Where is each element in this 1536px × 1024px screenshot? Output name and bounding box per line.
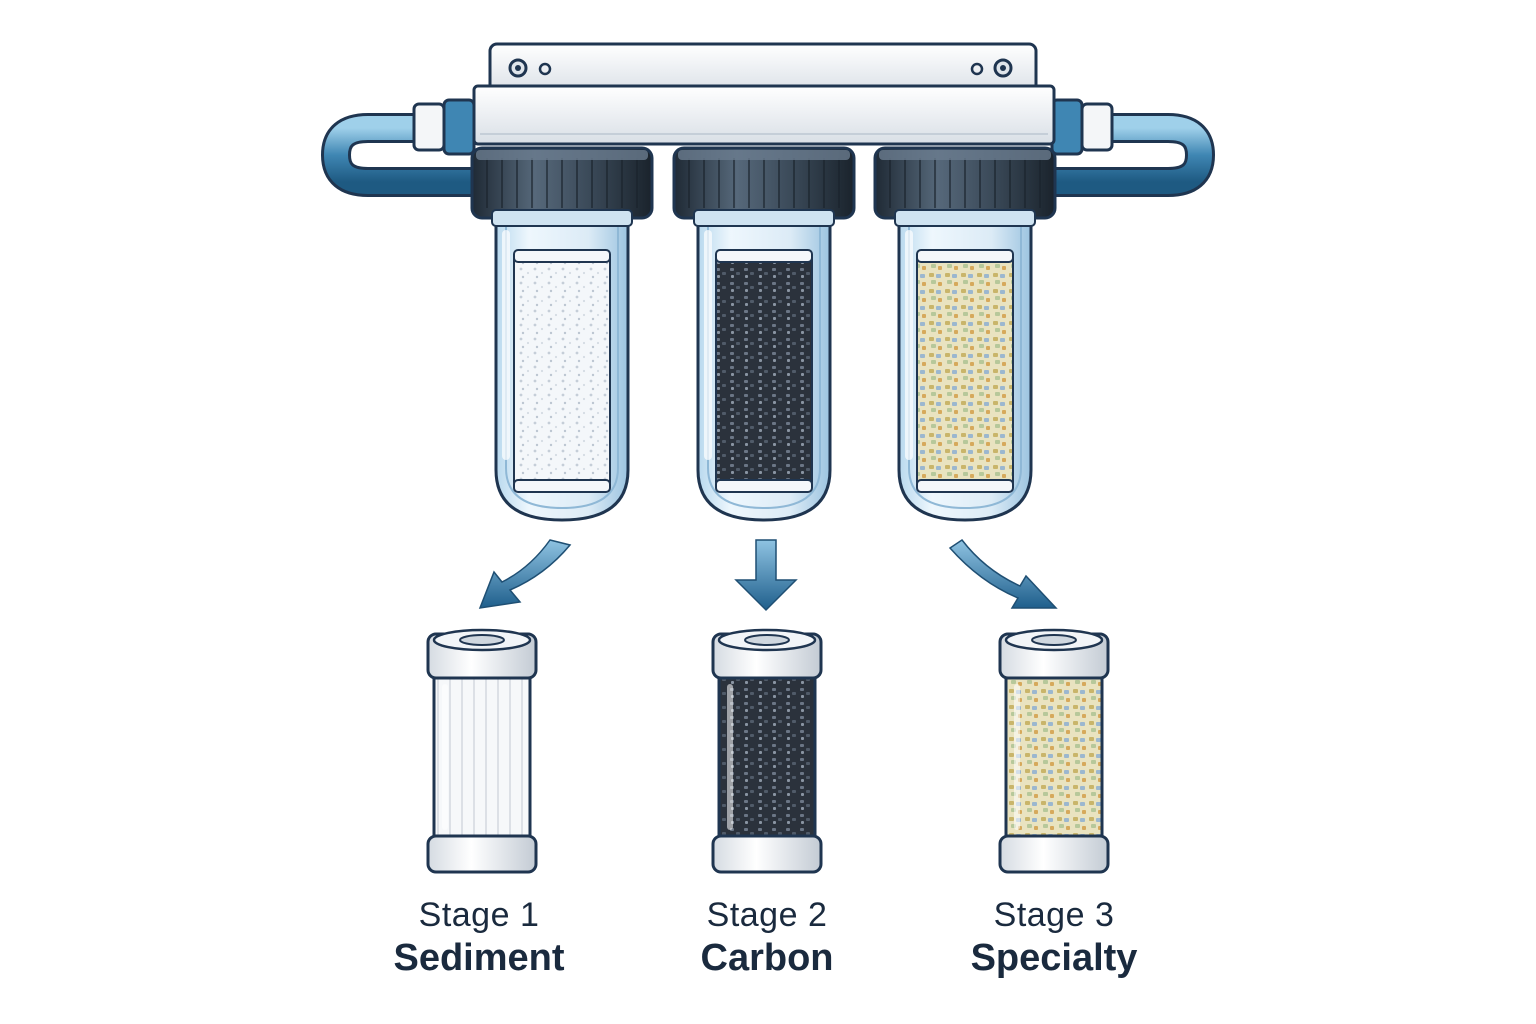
sediment-cartridge-icon	[426, 628, 538, 874]
stage-name: Carbon	[700, 937, 834, 979]
stage-name: Specialty	[970, 937, 1138, 979]
filter-housing-1	[470, 146, 654, 522]
mounting-bracket	[472, 42, 1056, 146]
sediment-media	[513, 251, 611, 489]
filter-housing-3	[873, 146, 1057, 522]
outlet-fitting	[1050, 98, 1114, 156]
flow-arrow-2	[734, 539, 798, 612]
filter-housing-2	[672, 146, 856, 522]
carbon-media	[715, 251, 813, 489]
specialty-cartridge-icon	[998, 628, 1110, 874]
stage-name: Sediment	[393, 937, 565, 979]
stage-number: Stage 3	[993, 896, 1115, 934]
specialty-media	[916, 251, 1014, 489]
flow-arrow-1	[478, 539, 572, 609]
inlet-pipe	[320, 113, 487, 197]
inlet-fitting	[412, 98, 476, 156]
stage-number: Stage 1	[418, 896, 540, 934]
carbon-cartridge-icon	[711, 628, 823, 874]
stage-number: Stage 2	[706, 896, 828, 934]
outlet-pipe	[1037, 113, 1216, 197]
flow-arrow-3	[948, 538, 1058, 609]
